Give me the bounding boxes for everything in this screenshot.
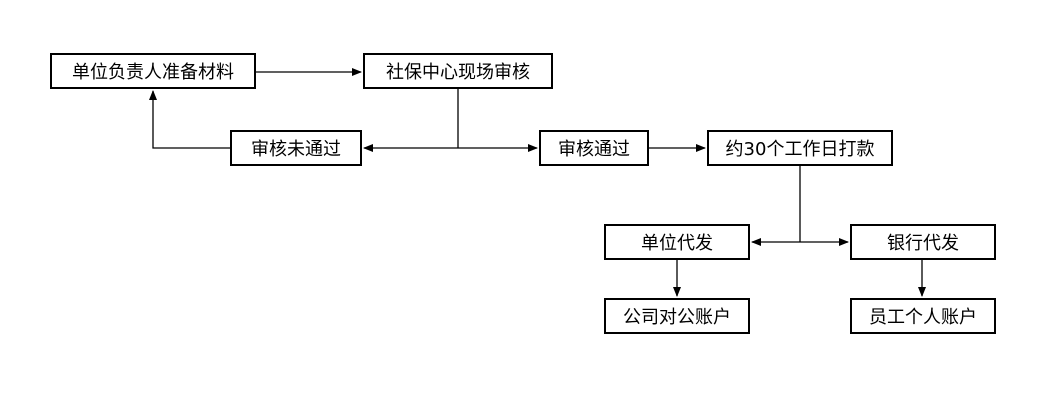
node-bank-issue: 银行代发 (850, 224, 996, 260)
node-onsite-review: 社保中心现场审核 (363, 53, 553, 89)
node-review-rejected: 审核未通过 (230, 130, 362, 166)
node-payment: 约30个工作日打款 (707, 130, 893, 166)
node-company-account: 公司对公账户 (604, 298, 750, 334)
arrow-rejected-to-prepare (149, 90, 230, 149)
node-personal-account: 员工个人账户 (850, 298, 996, 334)
node-review-approved: 审核通过 (539, 130, 649, 166)
node-prepare-materials: 单位负责人准备材料 (50, 53, 256, 89)
node-unit-issue: 单位代发 (604, 224, 750, 260)
